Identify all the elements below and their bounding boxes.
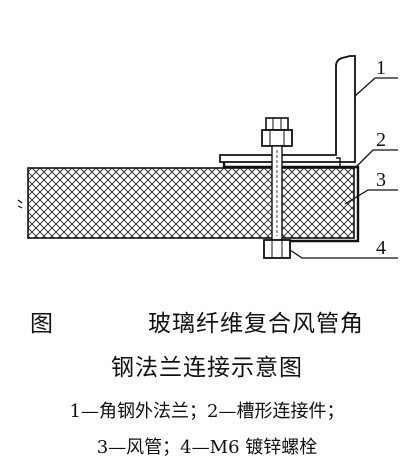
flange-connection-diagram: 1 2 3 4: [17, 55, 398, 259]
callout-3: 3: [376, 169, 386, 191]
angle-steel-flange: [219, 55, 356, 163]
wall-fragment: [17, 199, 23, 209]
duct-panel: [27, 167, 355, 239]
leader-line-1: [354, 77, 398, 97]
callout-1: 1: [376, 57, 386, 79]
figure-title-line-1: 玻璃纤维复合风管角: [148, 311, 364, 337]
figure-label: 图: [30, 311, 53, 337]
leader-line-3: [344, 189, 398, 205]
channel-connector: [222, 162, 360, 243]
channel-connector-lip: [336, 157, 341, 166]
figure-title-line-2: 钢法兰连接示意图: [111, 355, 303, 381]
leader-line-4: [289, 249, 398, 259]
legend-line-1: 1—角钢外法兰；2—槽形连接件；: [69, 401, 345, 422]
callout-2: 2: [376, 129, 386, 151]
galvanized-bolt: [261, 117, 293, 259]
legend-line-2: 3—风管；4—M6 镀锌螺栓: [96, 437, 318, 458]
leader-line-2: [354, 149, 398, 169]
callout-4: 4: [376, 237, 386, 259]
figure-caption: 图 玻璃纤维复合风管角: [0, 300, 414, 340]
